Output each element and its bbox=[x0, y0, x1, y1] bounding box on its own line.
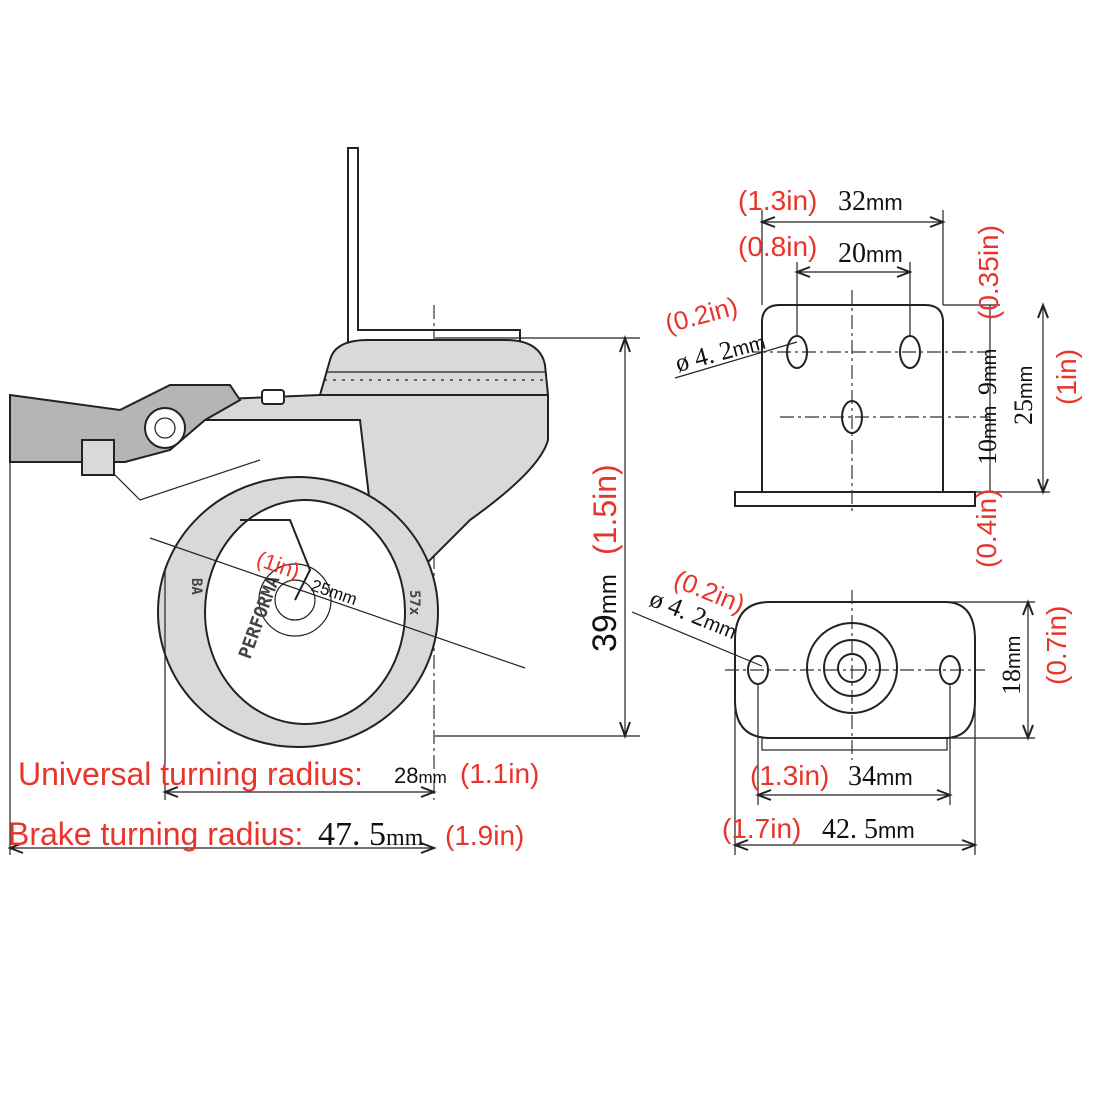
brake-turning-radius-label: Brake turning radius: bbox=[8, 816, 303, 852]
universal-turning-radius-label: Universal turning radius: bbox=[18, 756, 363, 792]
front-hole-leader bbox=[674, 341, 798, 379]
top-hole-offset-value: 9mm bbox=[973, 349, 1002, 395]
wheel-hub bbox=[204, 499, 406, 725]
base-hole-leader bbox=[631, 611, 763, 667]
height-value: 39mm bbox=[586, 574, 624, 652]
brake-turning-radius-value: 47. 5mm bbox=[318, 816, 424, 853]
universal-turning-radius-value: 28mm bbox=[394, 763, 447, 788]
base-spacing-imperial: (1.3in) bbox=[750, 760, 829, 791]
base-length-value: 42. 5mm bbox=[822, 814, 915, 845]
front-view: (1.3in) 32mm (0.8in) 20mm (0.2in) ø 4. 2… bbox=[662, 185, 1082, 568]
wheel-radius-line bbox=[149, 537, 526, 669]
brake-lever bbox=[9, 384, 242, 463]
front-spacing-value: 20mm bbox=[838, 238, 903, 269]
base-hub-inner bbox=[837, 653, 867, 683]
top-hole-offset-imperial: (0.35in) bbox=[973, 225, 1004, 320]
front-height-value: 25mm bbox=[1009, 366, 1038, 425]
tire-text-size: 57x bbox=[406, 590, 422, 616]
swivel-head bbox=[318, 339, 550, 396]
center-hole-offset-value: 10mm bbox=[973, 406, 1002, 465]
side-view: PERFORMA 57x BA (1in) 25mm 39mm (1.5in) … bbox=[7, 147, 640, 855]
center-hole-offset-imperial: (0.4in) bbox=[971, 489, 1002, 568]
front-width-imperial: (1.3in) bbox=[738, 185, 817, 216]
front-hole-center bbox=[841, 400, 863, 434]
brake-turning-radius-imperial: (1.9in) bbox=[445, 820, 524, 851]
front-base-flange bbox=[734, 491, 976, 507]
base-depth-imperial: (0.7in) bbox=[1041, 606, 1072, 685]
brake-pivot bbox=[144, 407, 186, 449]
base-depth-value: 18mm bbox=[997, 636, 1026, 695]
front-spacing-imperial: (0.8in) bbox=[738, 231, 817, 262]
front-plate bbox=[761, 304, 944, 492]
base-view: (0.2in) ø 4. 2mm 18mm (0.7in) (1.3in) 34… bbox=[631, 564, 1072, 855]
front-height-imperial: (1in) bbox=[1051, 349, 1082, 405]
base-length-imperial: (1.7in) bbox=[722, 813, 801, 844]
height-imperial: (1.5in) bbox=[587, 464, 623, 555]
front-width-value: 32mm bbox=[838, 186, 903, 217]
base-spacing-value: 34mm bbox=[848, 761, 913, 792]
tire-text-code: BA bbox=[188, 578, 204, 595]
base-hub-outer bbox=[806, 622, 898, 714]
universal-turning-radius-imperial: (1.1in) bbox=[460, 758, 539, 789]
base-hub-mid bbox=[823, 639, 881, 697]
front-hole-imperial: (0.2in) bbox=[662, 291, 741, 339]
